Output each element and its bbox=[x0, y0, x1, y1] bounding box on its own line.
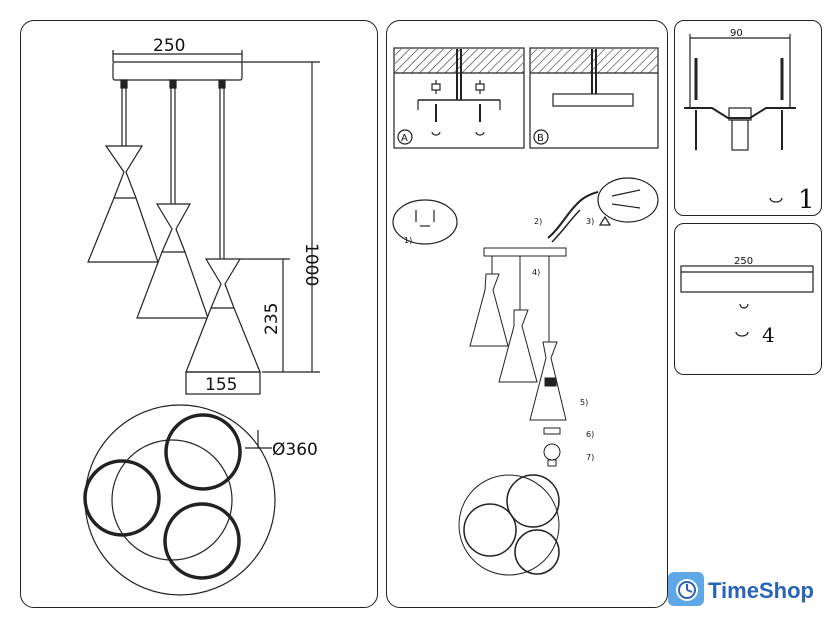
bulb-detail bbox=[543, 427, 561, 467]
step-6-label: 6) bbox=[586, 430, 594, 439]
pendant-side-view bbox=[87, 50, 320, 395]
canopy-step-label: 4 bbox=[762, 323, 775, 347]
pendant-top-view bbox=[83, 404, 276, 596]
variant-a-label: A bbox=[401, 133, 408, 144]
canopy-detail bbox=[680, 265, 814, 337]
step-4-label: 4) bbox=[532, 268, 540, 277]
step-2-label: 2) bbox=[534, 217, 542, 226]
canopy-diameter-label: Ø360 bbox=[272, 440, 318, 460]
timeshop-logo bbox=[668, 572, 704, 606]
variant-b-label: B bbox=[537, 133, 544, 144]
ceiling-variant-a bbox=[393, 47, 525, 149]
canopy-mounting-panel bbox=[674, 223, 822, 375]
ceiling-variant-b bbox=[529, 47, 659, 149]
bracket-width-label: 90 bbox=[730, 28, 743, 39]
canopy-width-label: 250 bbox=[153, 36, 185, 56]
canopy-width-small-label: 250 bbox=[734, 256, 753, 267]
bracket-step-label: 1 bbox=[798, 185, 815, 215]
shade-height-label: 235 bbox=[262, 303, 282, 335]
step-5-label: 5) bbox=[580, 398, 588, 407]
step-7-label: 7) bbox=[586, 453, 594, 462]
shade-width-label: 155 bbox=[205, 375, 237, 395]
step-1-detail bbox=[392, 199, 458, 245]
total-height-label: 1000 bbox=[301, 243, 321, 286]
brand-name: TimeShop bbox=[708, 578, 814, 603]
bracket-detail bbox=[684, 34, 796, 203]
wiring-detail bbox=[547, 177, 659, 243]
step-3-label: 3) bbox=[586, 217, 594, 226]
small-top-view bbox=[458, 474, 560, 576]
assembly-view bbox=[469, 247, 567, 421]
step-1-label: 1) bbox=[404, 236, 412, 245]
